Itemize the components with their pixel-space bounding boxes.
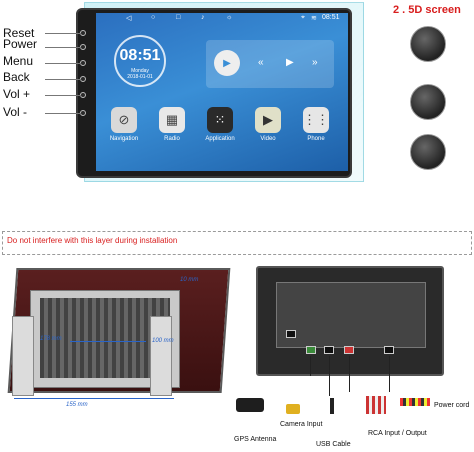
- app-radio[interactable]: ▦ Radio: [152, 107, 192, 142]
- power-leader: [45, 47, 81, 48]
- width-line: [14, 398, 174, 399]
- usb-cable-label: USB Cable: [316, 441, 351, 448]
- menu-leader: [45, 63, 81, 64]
- clock-date: 2018-01-01: [127, 74, 153, 80]
- status-bar: ◁ ○ □ ♪ ☼ ⌖ ≋ 08:51: [96, 13, 348, 24]
- power-port: [384, 346, 394, 354]
- inner-width-line: [70, 341, 146, 342]
- app-phone[interactable]: ⋮⋮ Phone: [296, 107, 336, 142]
- back-label: Back: [3, 70, 30, 84]
- navigation-icon: ⊘: [111, 107, 137, 133]
- vol-up-label: Vol +: [3, 87, 31, 101]
- right-bracket: [150, 316, 172, 396]
- impact-resistant-feature-icon: [410, 84, 446, 120]
- play-disc-icon[interactable]: ▶: [214, 50, 240, 76]
- app-application[interactable]: ⁙ Application: [200, 107, 240, 142]
- phone-icon: ⋮⋮: [303, 107, 329, 133]
- app-label: Application: [205, 136, 235, 142]
- left-bracket: [12, 316, 34, 396]
- radio-icon: ▦: [159, 107, 185, 133]
- power-callout-line: [389, 356, 390, 392]
- touch-feature-icon: [410, 134, 446, 170]
- recent-nav-icon[interactable]: □: [176, 14, 181, 21]
- menu-label: Menu: [3, 54, 34, 68]
- reset-label: Reset: [3, 26, 35, 40]
- vol-down-label: Vol -: [3, 105, 28, 119]
- usb-cable-icon: [330, 398, 334, 414]
- home-nav-icon[interactable]: ○: [151, 14, 156, 21]
- status-time: 08:51: [322, 14, 340, 21]
- app-label: Radio: [164, 136, 180, 142]
- camera-input-label: Camera Input: [280, 421, 323, 428]
- camera-port: [286, 330, 296, 338]
- apps-icon: ⁙: [207, 107, 233, 133]
- gps-port: [306, 346, 316, 354]
- app-video[interactable]: ▶ Video: [248, 107, 288, 142]
- height-dimension: 100 mm: [152, 338, 174, 344]
- app-navigation[interactable]: ⊘ Navigation: [104, 107, 144, 142]
- warning-box: [2, 231, 472, 255]
- cage-interior: [40, 298, 170, 378]
- power-cord-icon: [400, 398, 430, 406]
- usb-port: [324, 346, 334, 354]
- scratch-resistant-feature-icon: [410, 26, 446, 62]
- android-home-screen: ◁ ○ □ ♪ ☼ ⌖ ≋ 08:51 08:51 Monday 2018-01…: [96, 13, 348, 171]
- volume-icon[interactable]: ♪: [201, 14, 205, 21]
- installation-warning: Do not interfere with this layer during …: [7, 236, 178, 245]
- gps-antenna-icon: [236, 398, 264, 412]
- inner-width-dimension: 178 mm: [40, 336, 62, 342]
- app-label: Video: [260, 136, 276, 142]
- screen-type-label: 2 . 5D screen: [393, 4, 461, 16]
- play-icon[interactable]: ▶: [286, 57, 294, 68]
- back-leader: [45, 79, 81, 80]
- clock-time: 08:51: [119, 47, 161, 64]
- power-label: Power: [3, 37, 38, 51]
- clock-widget[interactable]: 08:51 Monday 2018-01-01: [114, 35, 166, 87]
- video-icon: ▶: [255, 107, 281, 133]
- app-label: Phone: [307, 136, 325, 142]
- width-dimension: 155 mm: [66, 402, 88, 408]
- brightness-icon[interactable]: ☼: [226, 14, 233, 21]
- music-widget[interactable]: ▶ « ▶ »: [206, 40, 334, 88]
- app-label: Navigation: [109, 136, 139, 142]
- depth-dimension: 10 mm: [180, 277, 199, 283]
- clock-day: Monday: [131, 68, 149, 74]
- reset-leader: [45, 33, 81, 34]
- previous-track-icon[interactable]: «: [258, 57, 264, 68]
- rca-callout-line: [349, 356, 350, 392]
- gps-antenna-label: GPS Antenna: [234, 436, 277, 443]
- vol-up-leader: [45, 95, 81, 96]
- rear-connectors-area: [276, 282, 426, 348]
- rca-label: RCA Input / Output: [368, 430, 427, 437]
- vol-down-leader: [45, 113, 81, 114]
- gps-callout-line: [310, 356, 311, 376]
- back-nav-icon[interactable]: ◁: [126, 15, 132, 22]
- power-cord-label: Power cord: [434, 402, 470, 409]
- rca-cable-icon: [366, 396, 386, 414]
- wifi-status-icon: ≋: [311, 15, 317, 22]
- camera-cable-icon: [286, 404, 300, 414]
- gps-status-icon: ⌖: [301, 14, 305, 21]
- next-track-icon[interactable]: »: [312, 57, 318, 68]
- rca-port: [344, 346, 354, 354]
- usb-callout-line: [329, 356, 330, 396]
